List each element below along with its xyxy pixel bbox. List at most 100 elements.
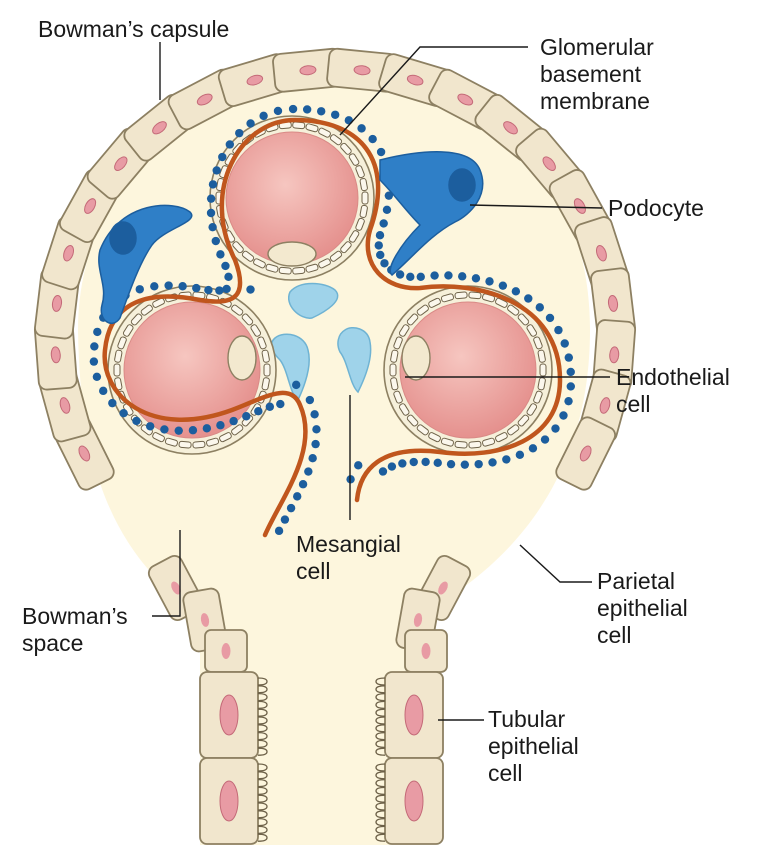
foot-process — [376, 251, 384, 259]
foot-process — [276, 400, 284, 408]
label-glomerular-basement-membrane: Glomerular basement membrane — [540, 34, 654, 115]
foot-process — [287, 504, 295, 512]
foot-process — [380, 259, 388, 267]
foot-process — [218, 153, 226, 161]
foot-process — [311, 440, 319, 448]
endothelial-nucleus — [228, 336, 256, 380]
foot-process — [434, 459, 442, 467]
tubule-neck-cell — [205, 630, 247, 672]
foot-process — [99, 387, 107, 395]
foot-process — [224, 273, 232, 281]
foot-process — [226, 140, 234, 148]
foot-process — [204, 286, 212, 294]
foot-process — [516, 451, 524, 459]
foot-process — [293, 492, 301, 500]
foot-process — [254, 407, 262, 415]
foot-process — [292, 381, 300, 389]
foot-process — [567, 368, 575, 376]
foot-process — [551, 424, 559, 432]
foot-process — [274, 107, 282, 115]
foot-process — [259, 112, 267, 120]
foot-process — [541, 435, 549, 443]
foot-process — [536, 303, 544, 311]
foot-process — [216, 421, 224, 429]
foot-process — [93, 373, 101, 381]
label-podocyte: Podocyte — [608, 195, 704, 222]
foot-process — [444, 271, 452, 279]
foot-process — [417, 273, 425, 281]
foot-process — [447, 460, 455, 468]
foot-process — [377, 148, 385, 156]
foot-process — [312, 425, 320, 433]
foot-process — [345, 116, 353, 124]
foot-process — [212, 237, 220, 245]
foot-process — [368, 135, 376, 143]
foot-process — [546, 314, 554, 322]
foot-process — [567, 382, 575, 390]
foot-process — [376, 231, 384, 239]
foot-process — [246, 285, 254, 293]
foot-process — [561, 339, 569, 347]
foot-process — [410, 458, 418, 466]
foot-process — [512, 287, 520, 295]
foot-process — [119, 409, 127, 417]
foot-process — [216, 250, 224, 258]
tubular-cell — [200, 672, 267, 758]
foot-process — [458, 272, 466, 280]
foot-process — [90, 342, 98, 350]
foot-process — [398, 459, 406, 467]
foot-process — [564, 397, 572, 405]
tubular-cell — [376, 672, 443, 758]
label-endothelial-cell: Endothelial cell — [616, 364, 730, 418]
foot-process — [289, 105, 297, 113]
foot-process — [108, 399, 116, 407]
foot-process — [281, 515, 289, 523]
label-parietal-epithelial-cell: Parietal epithelial cell — [597, 568, 688, 649]
foot-process — [175, 426, 183, 434]
foot-process — [406, 273, 414, 281]
tubular-cell — [376, 758, 443, 844]
foot-process — [317, 107, 325, 115]
foot-process — [559, 411, 567, 419]
label-bowmans-space: Bowman’s space — [22, 603, 128, 657]
foot-process — [485, 277, 493, 285]
foot-process — [421, 458, 429, 466]
foot-process — [299, 480, 307, 488]
foot-process — [565, 353, 573, 361]
label-bowmans-capsule: Bowman’s capsule — [38, 16, 229, 43]
foot-process — [207, 194, 215, 202]
foot-process — [488, 458, 496, 466]
foot-process — [235, 129, 243, 137]
foot-process — [306, 396, 314, 404]
foot-process — [474, 460, 482, 468]
foot-process — [132, 417, 140, 425]
foot-process — [266, 403, 274, 411]
foot-process — [529, 444, 537, 452]
endothelial-nucleus — [268, 242, 316, 266]
foot-process — [383, 206, 391, 214]
foot-process — [212, 166, 220, 174]
foot-process — [208, 223, 216, 231]
foot-process — [304, 467, 312, 475]
foot-process — [502, 455, 510, 463]
foot-process — [375, 241, 383, 249]
foot-process — [207, 209, 215, 217]
foot-process — [178, 282, 186, 290]
foot-process — [310, 410, 318, 418]
foot-process — [354, 461, 362, 469]
foot-process — [215, 286, 223, 294]
foot-process — [242, 412, 250, 420]
foot-process — [331, 111, 339, 119]
tubular-cell — [200, 758, 267, 844]
foot-process — [308, 454, 316, 462]
foot-process — [379, 467, 387, 475]
foot-process — [209, 180, 217, 188]
foot-process — [222, 285, 230, 293]
foot-process — [357, 124, 365, 132]
foot-process — [221, 262, 229, 270]
foot-process — [189, 426, 197, 434]
foot-process — [461, 460, 469, 468]
foot-process — [430, 271, 438, 279]
